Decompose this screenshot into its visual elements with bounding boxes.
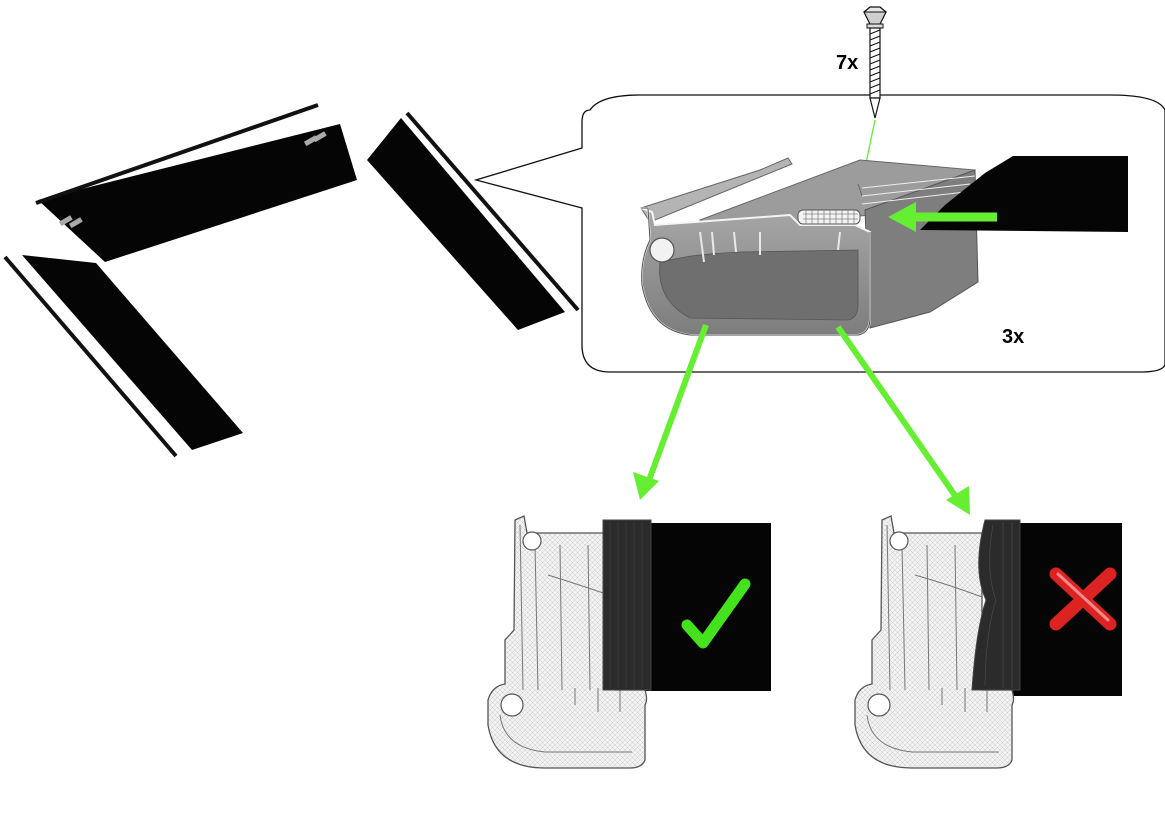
profile-quantity-label: 3x [1002, 326, 1025, 348]
cross-mark-icon [1049, 567, 1117, 631]
aluminium-profile [640, 157, 979, 336]
arrow-to-incorrect [835, 325, 970, 515]
screw-icon [859, 6, 887, 193]
top-panel [35, 103, 357, 262]
left-panel [3, 255, 243, 458]
arrow-to-correct [633, 323, 709, 500]
right-panel [367, 111, 580, 330]
correct-installation [487, 515, 771, 769]
check-mark-icon [681, 578, 751, 649]
incorrect-installation [854, 515, 1122, 769]
screw-quantity-label: 7x [836, 52, 859, 74]
frame-panels [3, 103, 580, 458]
insertion-arrow [888, 202, 997, 232]
